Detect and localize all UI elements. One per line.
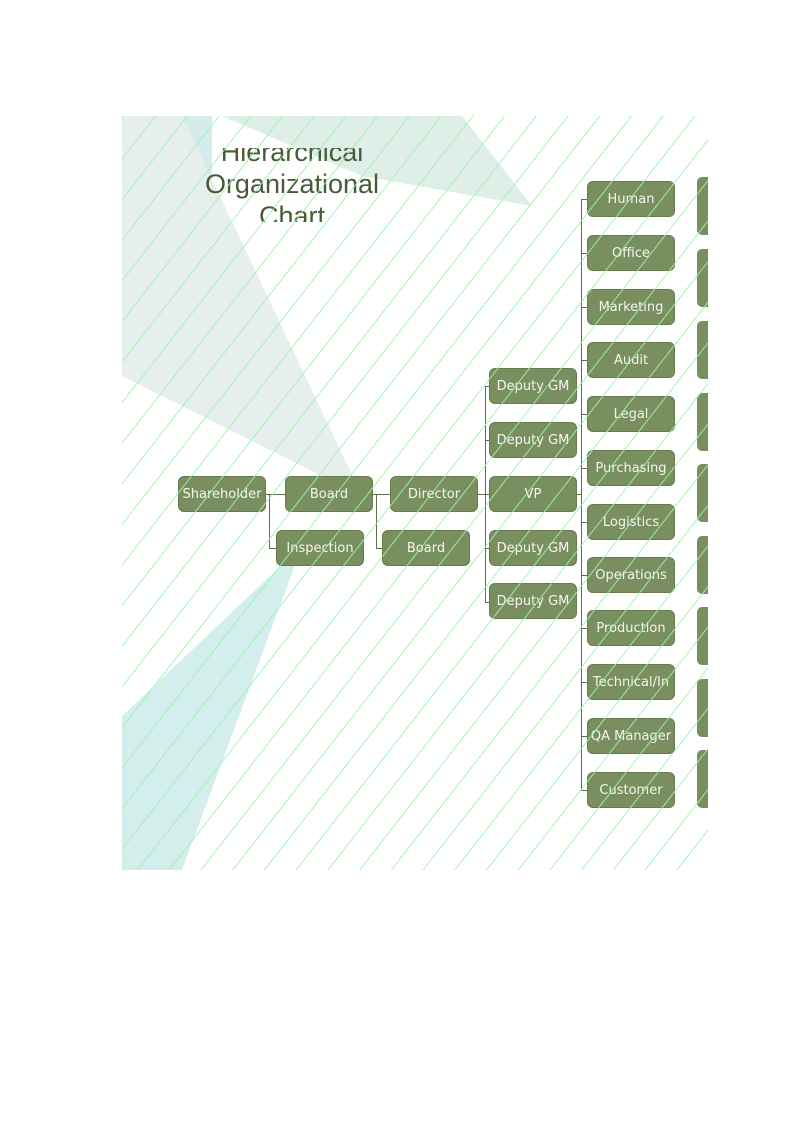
title-line-3: Chart — [258, 201, 326, 222]
sub-unit-box[interactable] — [697, 679, 708, 737]
department-box[interactable]: Operations — [587, 557, 675, 593]
department-box[interactable]: Logistics — [587, 504, 675, 540]
sub-unit-box[interactable] — [697, 321, 708, 379]
board-secondary-box[interactable]: Board — [382, 530, 470, 566]
board-box[interactable]: Board — [285, 476, 373, 512]
department-box[interactable]: Office — [587, 235, 675, 271]
department-box[interactable]: Legal — [587, 396, 675, 432]
shareholder-box[interactable]: Shareholder — [178, 476, 266, 512]
deputy-gm-box[interactable]: Deputy GM — [489, 583, 577, 619]
deputy-gm-box[interactable]: Deputy GM — [489, 422, 577, 458]
department-box[interactable]: Purchasing — [587, 450, 675, 486]
title-line-1: Hierarchical — [220, 148, 364, 167]
sub-unit-box[interactable] — [697, 464, 708, 522]
department-box[interactable]: Technical/In — [587, 664, 675, 700]
org-chart-page: Hierarchical Organizational Chart Shareh… — [122, 116, 708, 870]
inspection-box[interactable]: Inspection — [276, 530, 364, 566]
title-line-2: Organizational — [204, 169, 380, 199]
vp-box[interactable]: VP — [489, 476, 577, 512]
department-box[interactable]: Human — [587, 181, 675, 217]
director-box[interactable]: Director — [390, 476, 478, 512]
department-box[interactable]: Marketing — [587, 289, 675, 325]
department-box[interactable]: Production — [587, 610, 675, 646]
department-box[interactable]: Customer — [587, 772, 675, 808]
deputy-gm-box[interactable]: Deputy GM — [489, 530, 577, 566]
sub-unit-box[interactable] — [697, 750, 708, 808]
sub-unit-box[interactable] — [697, 393, 708, 451]
sub-unit-box[interactable] — [697, 536, 708, 594]
deputy-gm-box[interactable]: Deputy GM — [489, 368, 577, 404]
chart-title: Hierarchical Organizational Chart — [182, 148, 402, 222]
department-box[interactable]: QA Manager — [587, 718, 675, 754]
sub-unit-box[interactable] — [697, 249, 708, 307]
sub-unit-box[interactable] — [697, 177, 708, 235]
department-box[interactable]: Audit — [587, 342, 675, 378]
sub-unit-box[interactable] — [697, 607, 708, 665]
